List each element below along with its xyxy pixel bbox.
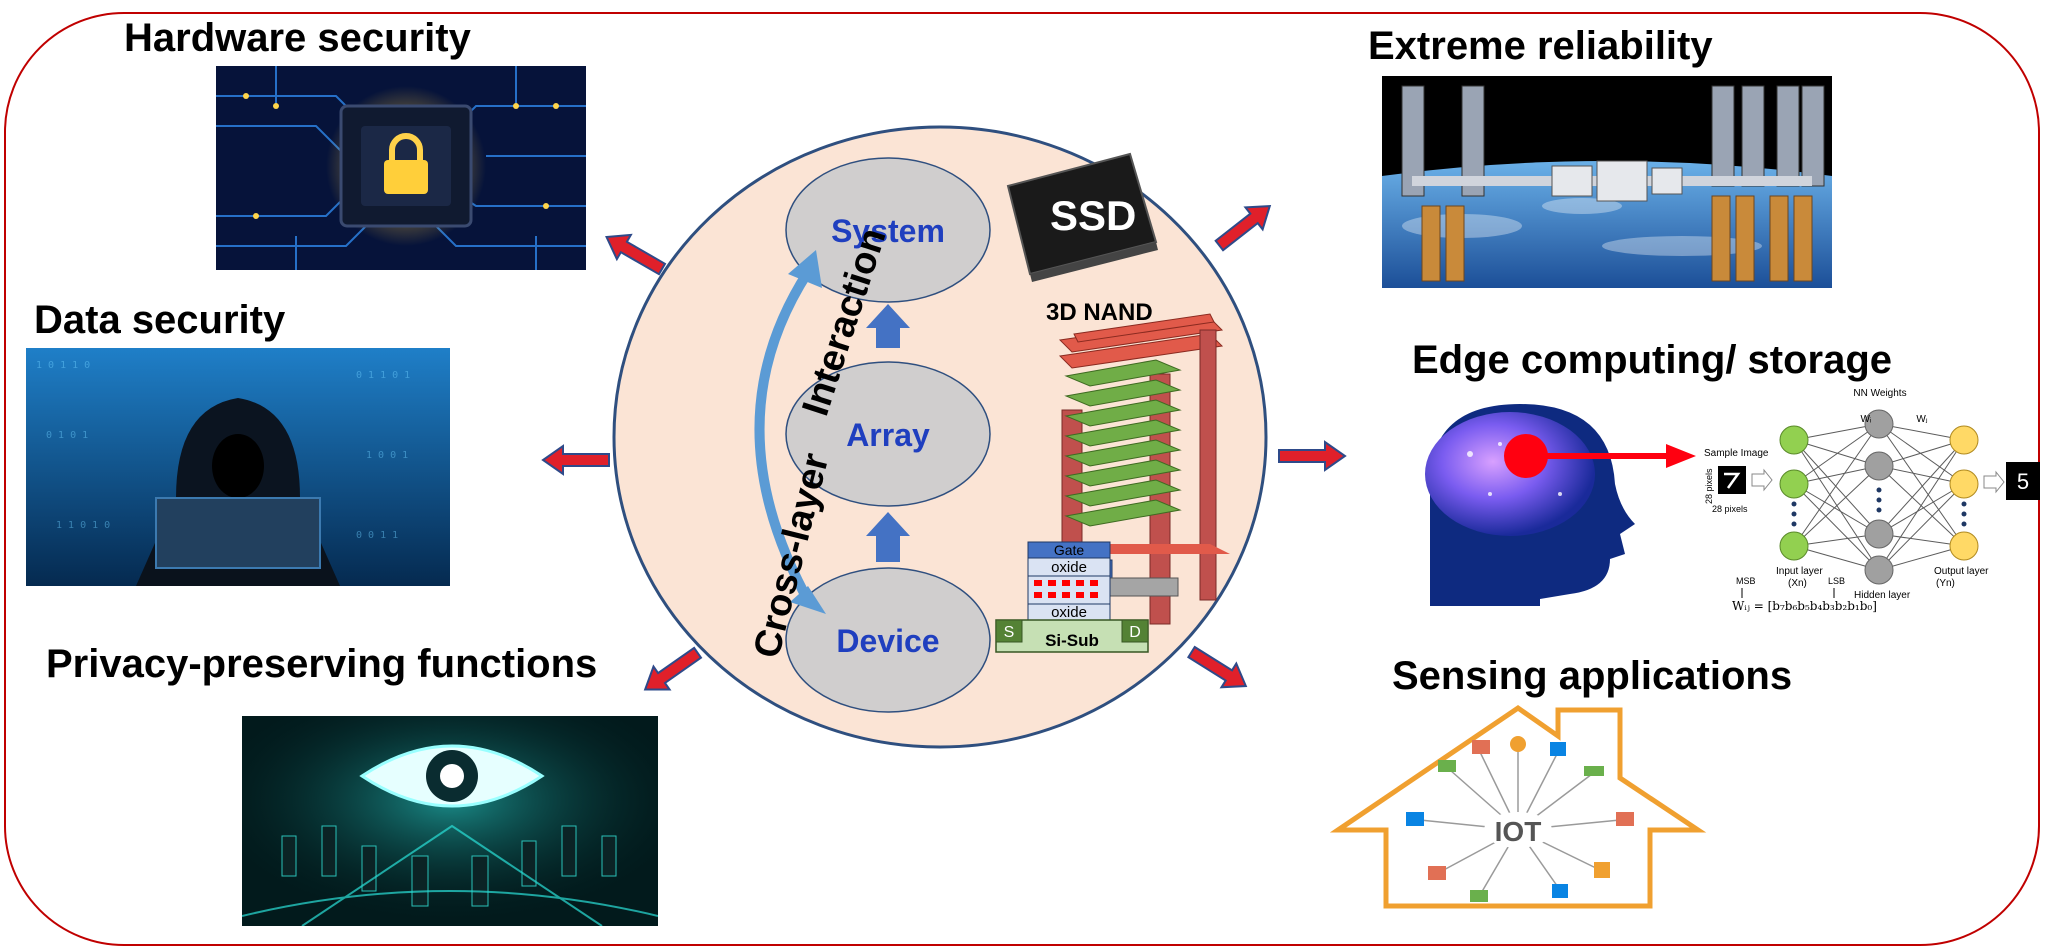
extreme-reliability-image <box>1382 76 1832 288</box>
ssd-icon: SSD <box>1006 152 1158 282</box>
lsb-label: LSB <box>1828 576 1845 586</box>
device-node <box>785 567 991 713</box>
gate-label: Gate <box>1054 542 1085 558</box>
input-layer-label: Input layer <box>1776 566 1823 577</box>
arrow-to-data-security <box>541 444 610 476</box>
nn-weights-label: NN Weights <box>1853 388 1906 399</box>
3d-nand-label: 3D NAND <box>1046 299 1153 326</box>
sample-image-label: Sample Image <box>1704 448 1769 459</box>
svg-text:1 1 0 1 0: 1 1 0 1 0 <box>56 520 110 531</box>
hidden-node <box>1864 555 1894 585</box>
svg-text:0 1 0 1: 0 1 0 1 <box>46 430 88 441</box>
label-edge-computing: Edge computing/ storage <box>1412 338 1893 382</box>
curve-top-arrowhead <box>788 250 822 288</box>
cross-layer-curve <box>754 269 815 607</box>
iot-device-icons <box>1406 736 1634 902</box>
oxide-bottom-label: oxide <box>1051 604 1087 621</box>
input-layer-symbol: (Xn) <box>1788 578 1807 589</box>
input-arrow-icon <box>1751 468 1773 492</box>
brain-link-arrow <box>1504 434 1696 478</box>
brain-link-dot <box>1504 434 1548 478</box>
arrow-to-sensing <box>1187 645 1248 689</box>
arrow-to-extreme-reliability <box>1214 204 1272 252</box>
data-security-image: 1 0 1 1 0 0 1 1 0 1 0 1 0 1 1 0 0 1 1 1 0 … <box>26 348 450 586</box>
output-arrow-icon <box>1983 470 2005 494</box>
iot-house-diagram: IOT <box>1330 704 1707 909</box>
label-data-security: Data security <box>34 298 286 342</box>
iot-label: IOT <box>1495 816 1542 847</box>
svg-text:1 0 0 1: 1 0 0 1 <box>366 450 408 461</box>
system-node <box>785 157 991 303</box>
hidden-node <box>1864 519 1894 549</box>
device-label: Device <box>836 623 939 659</box>
input-node <box>1779 531 1809 561</box>
weight-wj-label: Wⱼ <box>1916 414 1927 425</box>
output-layer-symbol: (Yn) <box>1936 578 1955 589</box>
system-label: System <box>831 213 945 249</box>
label-privacy-preserving: Privacy-preserving functions <box>46 642 598 686</box>
ssd-label: SSD <box>1050 192 1136 239</box>
input-node <box>1779 469 1809 499</box>
curve-bottom-arrowhead <box>790 586 826 614</box>
label-hardware-security: Hardware security <box>124 16 471 60</box>
arrow-to-privacy <box>643 646 703 691</box>
privacy-preserving-image <box>242 716 658 926</box>
weight-wi-label: Wᵢ <box>1860 414 1871 425</box>
brain-image <box>1410 394 1640 606</box>
output-node <box>1949 531 1979 561</box>
house-outline <box>1330 704 1707 909</box>
oxide-top-label: oxide <box>1051 559 1087 576</box>
array-label: Array <box>846 417 930 453</box>
arrow-to-edge-computing <box>1278 440 1347 472</box>
array-node <box>785 361 991 507</box>
svg-text:0 1 1 0 1: 0 1 1 0 1 <box>356 370 410 381</box>
source-label: S <box>1004 624 1015 641</box>
svg-text:1 0 1 1 0: 1 0 1 1 0 <box>36 360 90 371</box>
hidden-node <box>1864 451 1894 481</box>
output-digit-box <box>2006 462 2040 500</box>
drain-label: D <box>1129 624 1141 641</box>
msb-label: MSB <box>1736 576 1756 586</box>
svg-text:0 0 1 1: 0 0 1 1 <box>356 530 398 541</box>
pixels-horizontal-label: 28 pixels <box>1712 504 1748 514</box>
device-to-array-arrow <box>866 512 910 562</box>
weight-formula: Wᵢⱼ = [b₇b₆b₅b₄b₃b₂b₁b₀] <box>1732 599 1877 613</box>
cross-layer-diagram: System Array Device Cross-layer Interact… <box>612 125 1268 749</box>
output-node <box>1949 425 1979 455</box>
arrow-to-hardware-security <box>605 233 667 276</box>
hardware-security-image <box>216 66 586 270</box>
label-extreme-reliability: Extreme reliability <box>1368 24 1713 68</box>
device-cross-section: Gate oxide oxide S D Si-Sub <box>995 541 1149 653</box>
output-layer-label: Output layer <box>1934 566 1989 577</box>
output-node <box>1949 469 1979 499</box>
hidden-node <box>1864 409 1894 439</box>
sample-image-digit <box>1718 466 1746 494</box>
si-sub-label: Si-Sub <box>1045 631 1099 650</box>
output-digit: 5 <box>2017 469 2029 494</box>
hidden-layer-label: Hidden layer <box>1854 590 1911 601</box>
input-node <box>1779 425 1809 455</box>
array-to-system-arrow <box>866 304 910 348</box>
neural-network-diagram: 5 NN Weights Wᵢ Wⱼ Sample Image 28 pixel… <box>1704 388 2040 613</box>
pixels-vertical-label: 28 pixels <box>1704 468 1714 504</box>
label-sensing-applications: Sensing applications <box>1392 654 1793 698</box>
